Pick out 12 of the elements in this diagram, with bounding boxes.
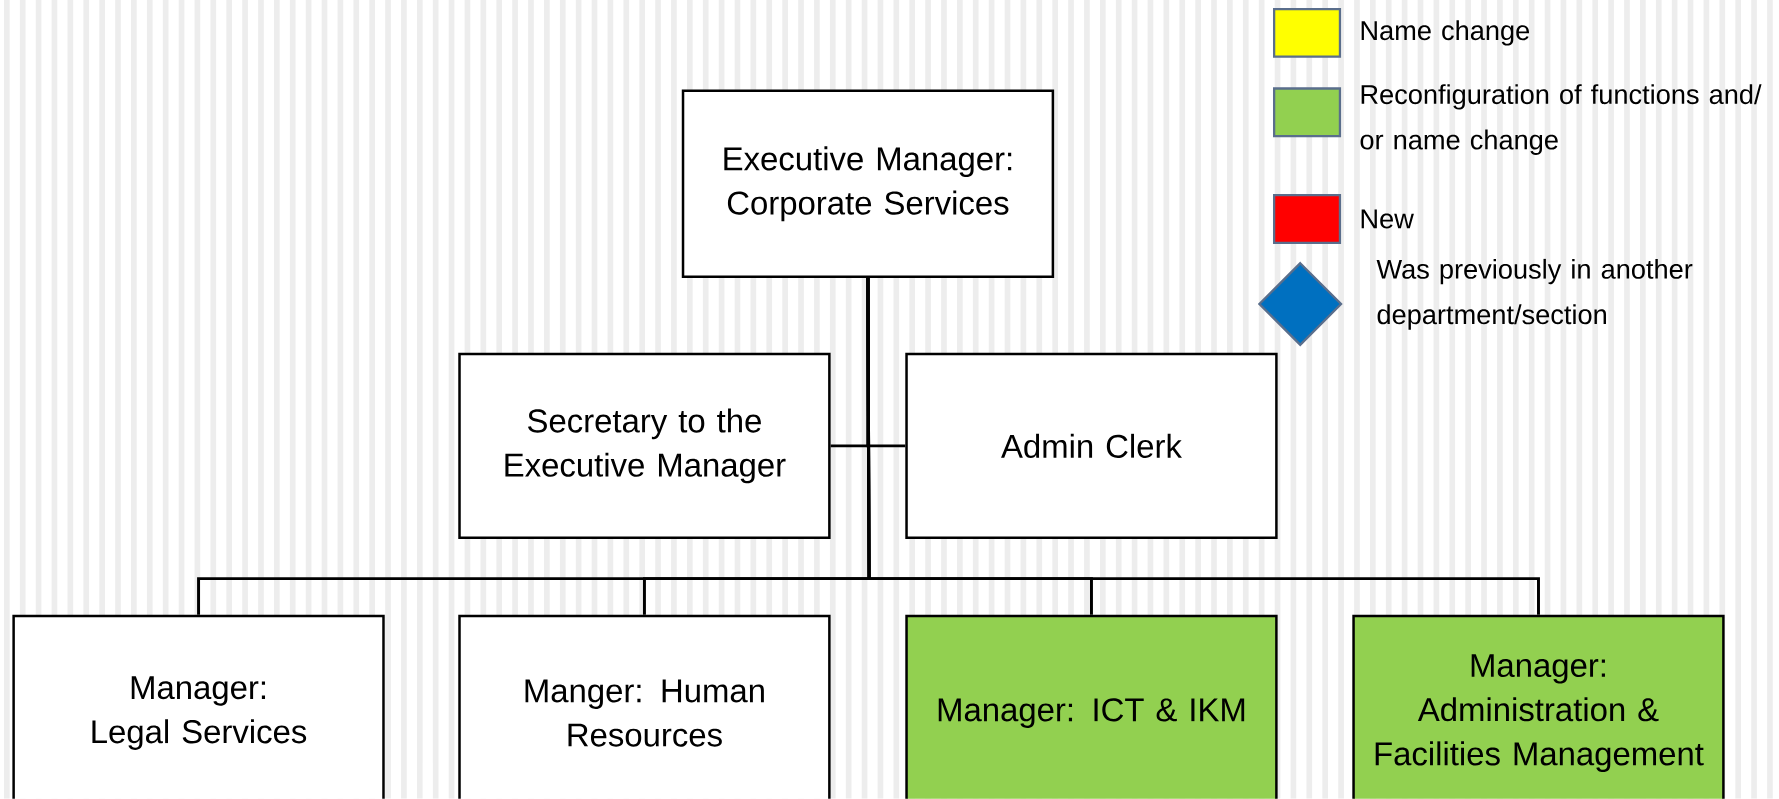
legend-text: New — [1361, 209, 1414, 229]
legend-text: Name change — [1361, 20, 1530, 46]
org-box: Executive Manager: Corporate Services — [681, 89, 1055, 279]
org-box: Manger: Human Resources — [458, 614, 831, 799]
org-box: Manager: Administration & Facilities Management — [1352, 614, 1725, 799]
legend-text: Was previously in another department/section — [1376, 259, 1693, 330]
org-box: Manager: Legal Services — [12, 614, 385, 799]
org-box: Manager: ICT & IKM — [905, 614, 1278, 799]
legend-text: Reconfiguration of functions and/ or name change — [1360, 84, 1762, 156]
org-box: Secretary to the Executive Manager — [458, 352, 831, 540]
org-box: Admin Clerk — [905, 352, 1278, 540]
connector-line — [866, 278, 1540, 615]
